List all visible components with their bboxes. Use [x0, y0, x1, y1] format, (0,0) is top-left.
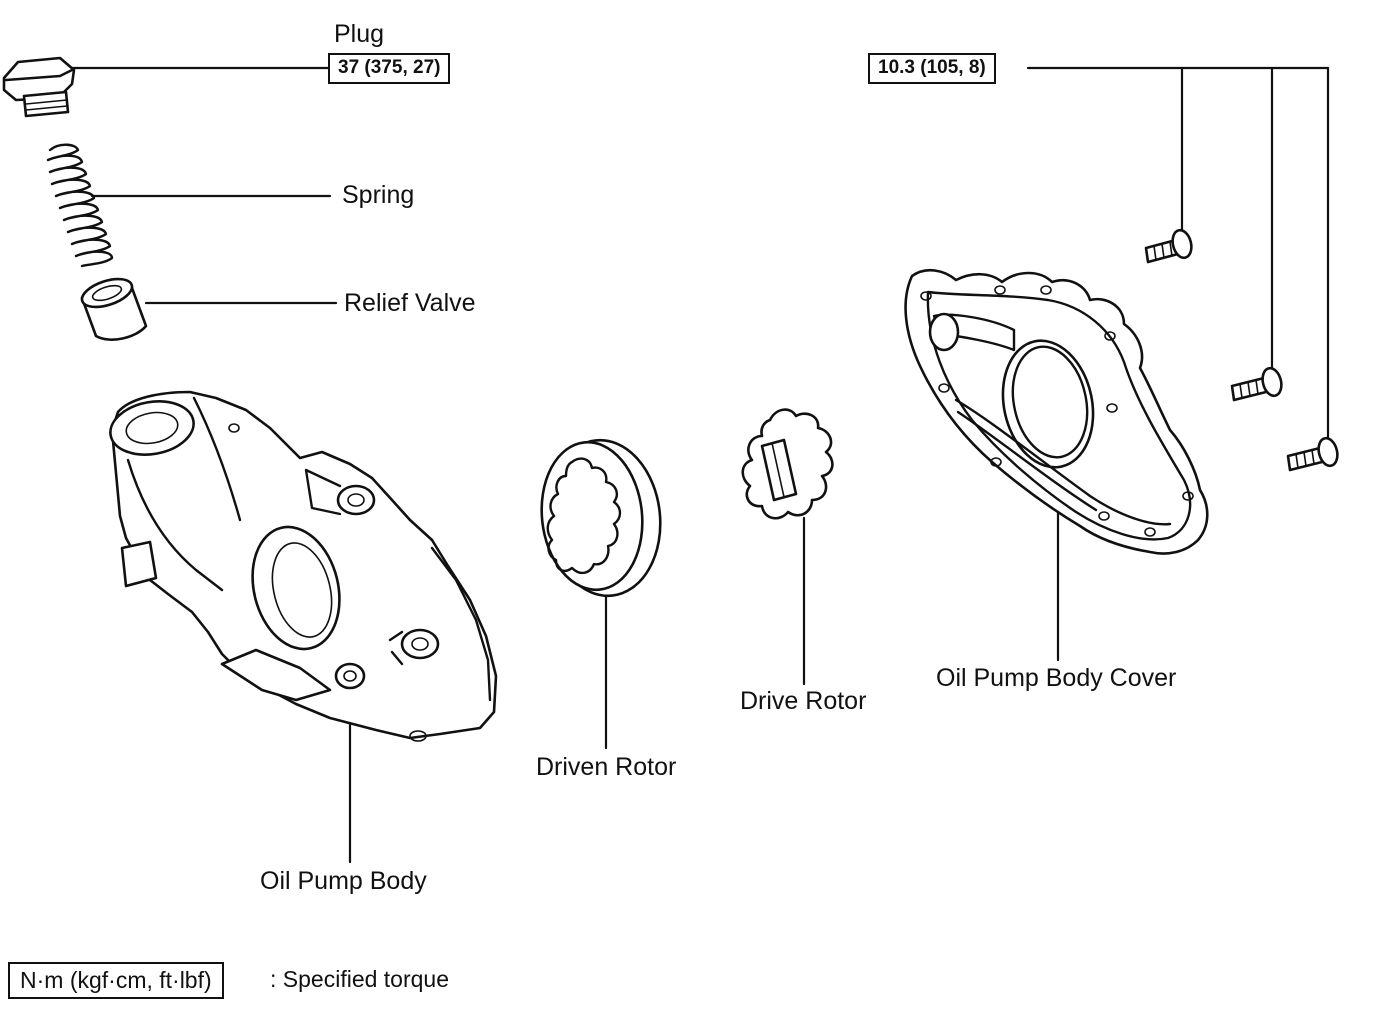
legend-torque-units: N·m (kgf·cm, ft·lbf) — [8, 962, 224, 1000]
plug-part — [2, 56, 76, 118]
plug-label: Plug — [334, 20, 385, 48]
drive-rotor-part — [741, 408, 834, 520]
driven-rotor-label: Driven Rotor — [536, 753, 677, 781]
leader-lines — [70, 66, 1330, 864]
cover-bolt-1 — [1144, 228, 1193, 264]
driven-rotor-part — [540, 438, 662, 598]
spring-part — [46, 143, 114, 268]
cover-bolt-2 — [1230, 366, 1283, 402]
oil-pump-body-cover-part — [904, 268, 1209, 555]
relief-valve-part — [80, 277, 148, 341]
relief-valve-label: Relief Valve — [344, 289, 476, 317]
plug-torque-spec: 37 (375, 27) — [328, 53, 451, 84]
oil-pump-body-cover-label: Oil Pump Body Cover — [936, 664, 1177, 692]
cover-bolt-3 — [1286, 436, 1339, 472]
cover-bolts-torque-spec: 10.3 (105, 8) — [868, 53, 996, 84]
oil-pump-body-part — [109, 390, 498, 742]
oil-pump-body-label: Oil Pump Body — [260, 867, 427, 895]
legend-description: : Specified torque — [270, 966, 450, 992]
drive-rotor-label: Drive Rotor — [740, 687, 867, 715]
spring-label: Spring — [342, 181, 415, 209]
